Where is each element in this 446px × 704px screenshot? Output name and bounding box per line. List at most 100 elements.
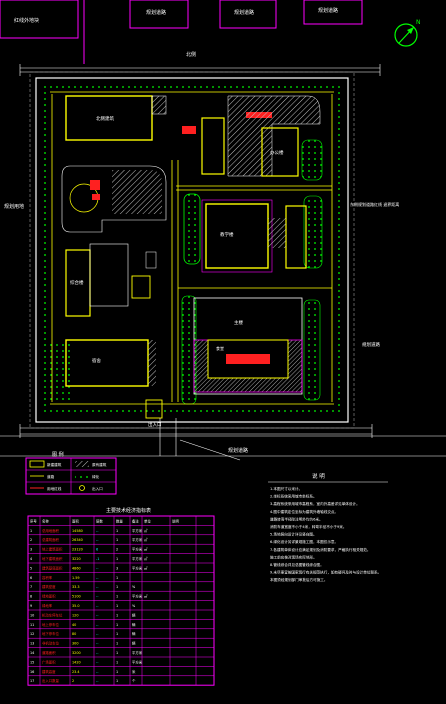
parcel-label-1: 红线外地块 <box>14 17 39 24</box>
building-dorm: 宿舍 <box>65 339 163 419</box>
table-cell: 1 <box>116 642 118 646</box>
green-belts <box>42 84 342 414</box>
table-cell: 3200 <box>72 651 81 655</box>
table-cell: 1 <box>116 623 118 627</box>
table-cell: ㎡ <box>144 547 148 552</box>
table-cell: % <box>132 585 136 589</box>
table-cell: 1 <box>116 632 118 636</box>
south-road <box>0 418 446 461</box>
note-line: 消防车道宽度不小于4米，转弯半径不小于9米。 <box>270 524 346 529</box>
table-cell: ㎡ <box>144 594 148 599</box>
table-cell: 2 <box>30 538 32 542</box>
legend-item-red-line: 用地红线 <box>47 486 62 491</box>
table-cell: 广场面积 <box>42 659 56 664</box>
table-cell: 机动车停车位 <box>42 612 63 617</box>
table-cell: 容积率 <box>42 575 53 580</box>
east-road-label: 规划道路 <box>362 341 380 348</box>
north-side-label: 北侧 <box>186 51 196 58</box>
table-cell: 绿地面积 <box>42 594 56 599</box>
building-north: 北侧建筑 <box>65 95 167 141</box>
note-line: 7.各建筑单体设计应满足规划及消防要求，严格执行相关规范。 <box>270 547 370 552</box>
dimension-lines-top <box>19 64 381 76</box>
building-dorm-label: 宿舍 <box>92 357 101 364</box>
site-boundary <box>35 77 349 423</box>
table-cell: 辆 <box>132 631 136 636</box>
note-line: 8.管线综合详见总图管线综合图。 <box>270 562 324 567</box>
table-cell: 1 <box>116 576 118 580</box>
table-cell: 3220 <box>72 557 81 561</box>
legend-item-existing-building: 原有建筑 <box>92 462 107 467</box>
north-arrow-label: N <box>416 19 421 26</box>
table-cell: 建筑密度 <box>42 584 56 589</box>
table-cell: -- <box>96 613 99 617</box>
table-cell: -1 <box>96 557 99 561</box>
west-side-label: 规划用地 <box>4 203 24 210</box>
table-cell: 35.0 <box>72 604 80 608</box>
table-cell: 14580 <box>72 529 83 533</box>
table-cell: 地下建筑面积 <box>42 556 63 561</box>
table-cell: 1 <box>116 651 118 655</box>
table-header-cell: 数量 <box>116 518 123 523</box>
plaza-area <box>61 165 167 233</box>
legend-item-entrance: 出入口 <box>92 486 103 491</box>
building-office-label: 办公楼 <box>270 149 284 156</box>
table-header-cell: 备注 <box>132 518 139 523</box>
note-line: 6.绿化设计另详景观施工图，本图仅示意。 <box>270 539 338 544</box>
table-cell: -- <box>96 651 99 655</box>
table-cell: -- <box>96 538 99 542</box>
notes-title: 说 明 <box>312 472 325 480</box>
east-note-label: 东侧规划道路红线 退界距离 <box>350 201 399 207</box>
table-cell: 出入口数量 <box>42 678 60 683</box>
building-teaching-label: 教学楼 <box>220 231 234 238</box>
building-complex-label: 综合楼 <box>70 279 84 286</box>
table-cell: 300 <box>72 642 78 646</box>
table-cell: 1 <box>116 595 118 599</box>
table-cell: -- <box>96 585 99 589</box>
table-cell: 4 <box>30 557 32 561</box>
table-cell: 平方米 <box>132 537 143 542</box>
gate-label: 出入口 <box>148 421 162 428</box>
table-cell: 地上停车位 <box>42 622 60 627</box>
table-cell: 个 <box>132 678 136 683</box>
table-cell: 辆 <box>132 622 136 627</box>
table-cell: -- <box>96 670 99 674</box>
table-cell: 3 <box>116 566 118 570</box>
table-cell: 5 <box>30 566 32 570</box>
table-cell: 总建筑面积 <box>42 537 60 542</box>
table-cell: 绿地率 <box>42 603 53 608</box>
table-cell: 地上建筑面积 <box>42 547 63 552</box>
table-cell: 1 <box>116 585 118 589</box>
legend: 图 例 新建建筑 原有建筑 道路 绿化 用地红线 出入口 <box>25 451 117 495</box>
table-cell: 120 <box>72 613 78 617</box>
table-cell: 平方米 <box>132 528 143 533</box>
table-cell: 1 <box>116 660 118 664</box>
parcel-label-4: 规划道路 <box>318 7 338 14</box>
table-cell: 11 <box>30 623 34 627</box>
table-cell: 1 <box>116 604 118 608</box>
table-cell: 建筑基底面积 <box>42 565 63 570</box>
table-cell: 12 <box>30 632 34 636</box>
table-cell: 1.59 <box>72 576 80 580</box>
table-cell: -- <box>96 642 99 646</box>
table-cell: 1 <box>116 679 118 683</box>
table-cell: 道路面积 <box>42 650 56 655</box>
table-cell: 8 <box>30 595 32 599</box>
table-cell: -- <box>96 595 99 599</box>
legend-title: 图 例 <box>52 451 64 458</box>
table-cell: 33.3 <box>72 585 80 589</box>
table-header-cell: 层数 <box>96 518 103 523</box>
note-line: 9.未尽事宜按国家现行有关规范执行，如有疑问及时与设计单位联系。 <box>270 570 381 575</box>
note-line: 4.图中建筑定位坐标为建筑外墙轴线交点。 <box>270 509 338 514</box>
table-cell: 非机动车位 <box>42 641 60 646</box>
south-road-label: 规划道路 <box>228 447 248 454</box>
table-cell: 4860 <box>72 566 81 570</box>
building-main: 主楼 食堂 <box>193 297 303 395</box>
table-cell: 1 <box>116 613 118 617</box>
note-line: 施工前应核对现场实际地形。 <box>270 554 317 559</box>
table-cell: 80 <box>72 632 76 636</box>
table-cell: 平方米 <box>132 659 143 664</box>
table-cell: 23.4 <box>72 670 80 674</box>
table-header-cell: 说明 <box>172 518 179 523</box>
